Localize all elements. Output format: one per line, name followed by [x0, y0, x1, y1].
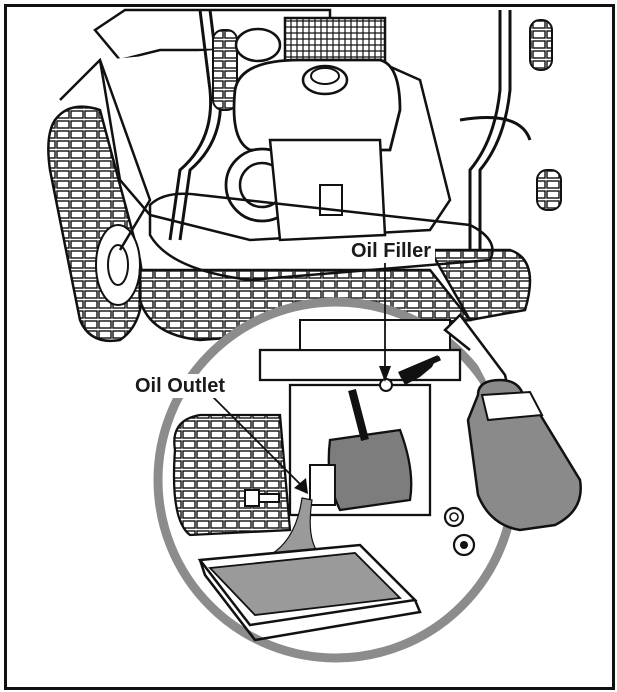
filler-leader-arrowhead: [379, 366, 391, 382]
oil-bottle-icon: [443, 313, 582, 532]
engine: [224, 16, 402, 242]
outlet-leader: [209, 393, 305, 489]
drain-pan-icon: [197, 543, 422, 642]
base-frame: [148, 192, 494, 282]
washer-parts: [443, 506, 476, 557]
handle-grips: [212, 19, 562, 211]
right-track: [427, 248, 532, 322]
outlet-leader-arrowhead: [294, 478, 308, 494]
oil-outlet-label: Oil Outlet: [131, 374, 229, 398]
left-track: [47, 105, 144, 343]
oil-filler-label: Oil Filler: [347, 239, 436, 263]
filler-arrow: [398, 355, 442, 379]
drain-plug-parts: [244, 489, 280, 507]
